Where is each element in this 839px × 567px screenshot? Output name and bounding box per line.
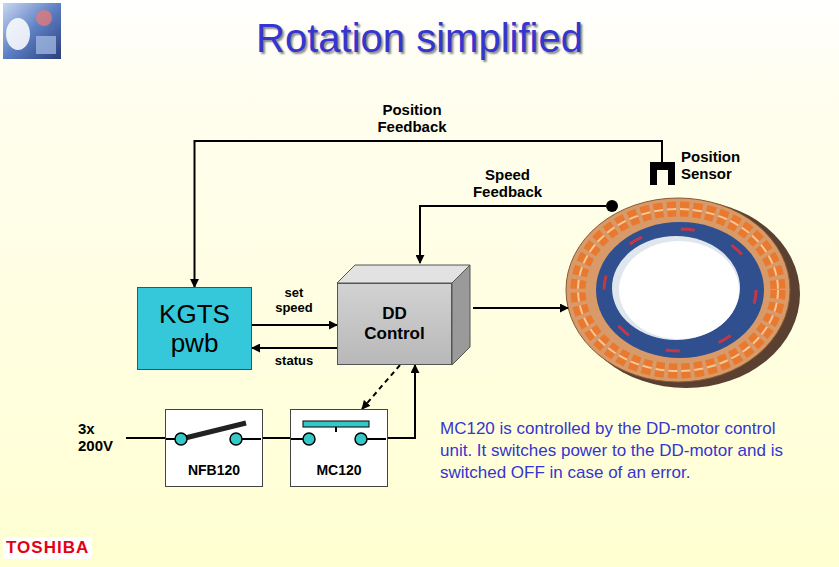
dd-motor-illustration xyxy=(566,198,800,388)
node-symbol xyxy=(291,410,386,460)
signal-arrow xyxy=(195,141,663,287)
box-side-face xyxy=(452,265,470,365)
slide-title: Rotation simplified xyxy=(0,16,839,61)
signal-arrow xyxy=(252,347,337,349)
control-link xyxy=(362,365,400,409)
signal-arrow xyxy=(388,365,415,438)
edge-label: Position Feedback xyxy=(372,101,452,136)
node-text: Position Sensor xyxy=(681,148,769,183)
contactor-box: MC120 xyxy=(290,409,388,487)
corner-icon xyxy=(3,3,61,59)
node-symbol xyxy=(166,410,261,460)
drive-arrow xyxy=(473,307,568,309)
speed-feedback-wire xyxy=(420,206,606,263)
signal-arrow xyxy=(263,437,290,439)
node-text: DD Control xyxy=(359,304,431,345)
edge-label: set speed xyxy=(269,286,319,316)
edge-label: status xyxy=(264,353,324,368)
drive-control-box: DD Control xyxy=(337,283,452,365)
note-text: MC120 is controlled by the DD-motor cont… xyxy=(440,418,812,484)
breaker-box: NFB120 xyxy=(165,409,263,487)
signal-name: Speed Feedback xyxy=(465,166,550,201)
position-sensor: Position Sensor xyxy=(645,145,773,191)
node-text: NFB120 xyxy=(166,462,262,478)
controller-box: KGTS pwb xyxy=(137,287,252,370)
box-top-face xyxy=(337,265,470,283)
node-symbol xyxy=(645,145,681,191)
node-text: MC120 xyxy=(291,462,387,478)
brand-logo: TOSHIBA xyxy=(3,537,92,559)
signal-arrow xyxy=(252,324,337,326)
node-text: KGTS pwb xyxy=(155,300,235,357)
supply-label: 3x 200V xyxy=(78,420,122,455)
supply-wire xyxy=(126,437,165,439)
